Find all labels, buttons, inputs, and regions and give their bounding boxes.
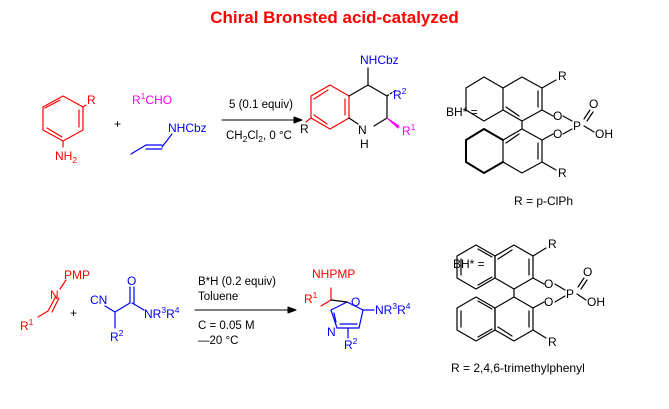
product2-nhpmp-label: NHPMP bbox=[312, 267, 355, 281]
amide-o-label: O bbox=[127, 274, 136, 288]
aniline-nh2-label: NH2 bbox=[55, 149, 77, 165]
enecarbamate-label: NHCbz bbox=[168, 121, 207, 135]
product1-nhcbz-label: NHCbz bbox=[360, 53, 399, 67]
isocyanide-cn-label: CN bbox=[90, 293, 107, 307]
catalyst1-o-upper: O bbox=[553, 109, 562, 123]
catalyst1-structure bbox=[465, 76, 595, 174]
aniline-r-label: R bbox=[87, 93, 96, 107]
catalyst2-o-lower: O bbox=[544, 295, 553, 309]
product2-r1-label: R1 bbox=[304, 290, 318, 306]
isocyanide-r2-label: R2 bbox=[110, 328, 124, 344]
catalyst2-oh: OH bbox=[587, 295, 605, 309]
conditions2-temperature: —20 °C bbox=[198, 335, 238, 347]
product2-n-label: N bbox=[327, 325, 336, 339]
catalyst1-oh: OH bbox=[595, 127, 613, 141]
catalyst2-label: BH* = bbox=[453, 257, 485, 271]
conditions2-concentration: C = 0.05 M bbox=[198, 320, 255, 332]
product2-r2-label: R2 bbox=[344, 336, 358, 352]
aldehyde-label: R1CHO bbox=[132, 91, 172, 107]
isocyanoacetamide-structure bbox=[104, 286, 145, 329]
product-structure-1 bbox=[305, 67, 400, 130]
catalyst1-r-top: R bbox=[558, 69, 567, 83]
catalyst2-structure bbox=[456, 244, 588, 342]
product-structure-2 bbox=[320, 287, 375, 339]
product1-r2-label: R2 bbox=[393, 86, 407, 102]
imine-pmp-label: PMP bbox=[64, 268, 90, 282]
conditions-catalyst-1: 5 (0.1 equiv) bbox=[229, 99, 293, 111]
aniline-structure bbox=[42, 95, 87, 148]
conditions-solvent-1: CH2Cl2, 0 °C bbox=[226, 130, 292, 144]
catalyst1-r-bottom: R bbox=[558, 166, 567, 180]
product2-o-label: O bbox=[351, 295, 360, 309]
plus-sign-2: + bbox=[70, 306, 77, 320]
catalyst2-r-definition: R = 2,4,6-trimethylphenyl bbox=[451, 361, 585, 375]
catalyst1-o-lower: O bbox=[553, 127, 562, 141]
imine-r1-label: R1 bbox=[20, 317, 34, 333]
catalyst2-r-top: R bbox=[548, 237, 557, 251]
product2-nr3r4-label: NR3R4 bbox=[375, 301, 411, 317]
conditions2-catalyst: B*H (0.2 equiv) bbox=[198, 276, 276, 288]
catalyst2-p: P bbox=[566, 287, 574, 301]
amide-nr3r4-label: NR3R4 bbox=[144, 305, 180, 321]
catalyst1-label: BH* = bbox=[446, 105, 478, 119]
figure-title: Chiral Bronsted acid-catalyzed bbox=[210, 8, 459, 27]
catalyst1-o-double: O bbox=[589, 97, 598, 111]
reaction-arrow-2 bbox=[194, 306, 297, 314]
reaction-arrow-1 bbox=[221, 116, 303, 124]
imine-structure bbox=[37, 279, 67, 318]
catalyst2-o-double: O bbox=[583, 265, 592, 279]
catalyst1-r-definition: R = p-ClPh bbox=[514, 194, 573, 208]
imine-n-label: N bbox=[50, 288, 59, 302]
catalyst2-r-bottom: R bbox=[548, 335, 557, 349]
product1-nh-label: N bbox=[358, 123, 367, 137]
plus-sign-1: + bbox=[114, 117, 121, 131]
catalyst1-p: P bbox=[573, 119, 581, 133]
enecarbamate-structure bbox=[130, 133, 173, 155]
catalyst2-o-upper: O bbox=[544, 277, 553, 291]
product1-r-label: R bbox=[300, 122, 309, 136]
product1-h-label: H bbox=[360, 137, 369, 151]
conditions2-solvent: Toluene bbox=[198, 291, 238, 303]
product1-r1-label: R1 bbox=[402, 122, 416, 138]
